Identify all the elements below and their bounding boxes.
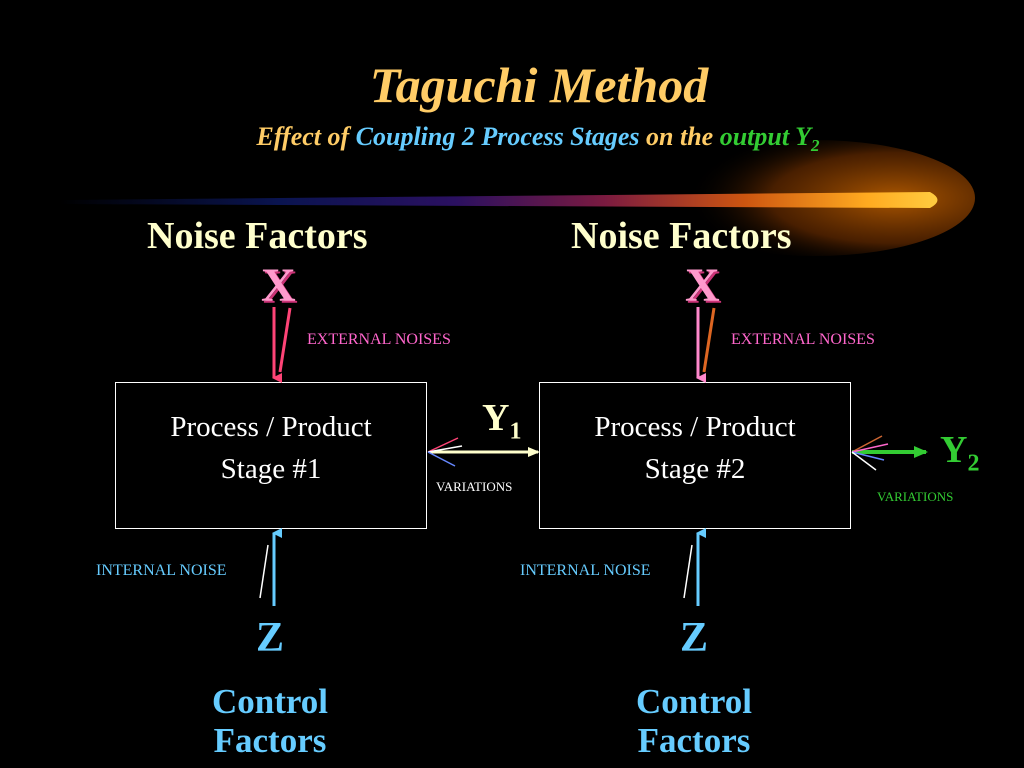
variations-label-2: VARIATIONS — [877, 489, 954, 504]
output-y1-label: Y1 — [482, 396, 521, 446]
noise-symbol-x-2: X — [685, 259, 720, 312]
control-symbol-z-1: Z — [256, 615, 285, 661]
output-y1-sub: 1 — [509, 418, 522, 445]
variation-tick-2c — [851, 451, 885, 461]
output-y1-symbol: Y — [482, 397, 510, 439]
control-factors-1-line1: Control — [211, 682, 329, 721]
noise-symbol-x-1: X — [261, 259, 296, 312]
control-symbol-z-2: Z — [680, 615, 709, 661]
process-stage-2-box: Process / Product Stage #2 — [539, 382, 851, 529]
output-y2-symbol: Y — [940, 429, 968, 471]
stage-2-line2: Stage #2 — [644, 453, 746, 485]
variation-tick-1c — [427, 451, 456, 467]
noise-factors-heading-2: Noise Factors — [571, 215, 792, 257]
noise-factors-heading-1: Noise Factors — [147, 215, 368, 257]
internal-noise-label-2: INTERNAL NOISE — [520, 562, 651, 579]
variation-tick-2d — [851, 451, 877, 471]
variation-tick-1a — [427, 437, 459, 453]
control-factors-1-line2: Factors — [213, 721, 327, 760]
stage-1-line2: Stage #1 — [220, 453, 322, 485]
slide-subtitle: Effect of Coupling 2 Process Stages on t… — [0, 122, 1024, 156]
process-stage-1-box: Process / Product Stage #1 — [115, 382, 427, 529]
subtitle-part2: Coupling 2 Process Stages — [355, 122, 640, 151]
output-y2-label: Y2 — [940, 428, 979, 478]
subtitle-part4: output Y — [719, 122, 811, 151]
control-factors-2-line2: Factors — [637, 721, 751, 760]
control-factors-label-2: Control Factors — [614, 682, 774, 760]
internal-noise-tick-2 — [683, 544, 693, 599]
control-factors-2-line1: Control — [635, 682, 753, 721]
variation-tick-2b — [851, 443, 889, 453]
comet-tail — [60, 192, 938, 208]
external-noises-label-1: EXTERNAL NOISES — [307, 331, 451, 348]
internal-noise-tick-1 — [259, 544, 269, 599]
control-factors-label-1: Control Factors — [190, 682, 350, 760]
slide-title: Taguchi Method — [369, 57, 709, 113]
external-noise-tick-1 — [278, 307, 292, 373]
external-noises-label-2: EXTERNAL NOISES — [731, 331, 875, 348]
stage-2-line1: Process / Product — [594, 411, 796, 443]
subtitle-part4-sub: 2 — [811, 136, 820, 156]
variations-label-1: VARIATIONS — [436, 479, 513, 494]
stage-1-line1: Process / Product — [170, 411, 372, 443]
internal-noise-label-1: INTERNAL NOISE — [96, 562, 227, 579]
output-y2-sub: 2 — [967, 450, 980, 477]
subtitle-part1: Effect of — [256, 122, 356, 151]
external-noise-tick-2 — [702, 307, 716, 373]
variation-tick-2a — [851, 435, 883, 453]
subtitle-part3: on the — [639, 122, 720, 151]
variation-tick-1b — [427, 445, 463, 453]
